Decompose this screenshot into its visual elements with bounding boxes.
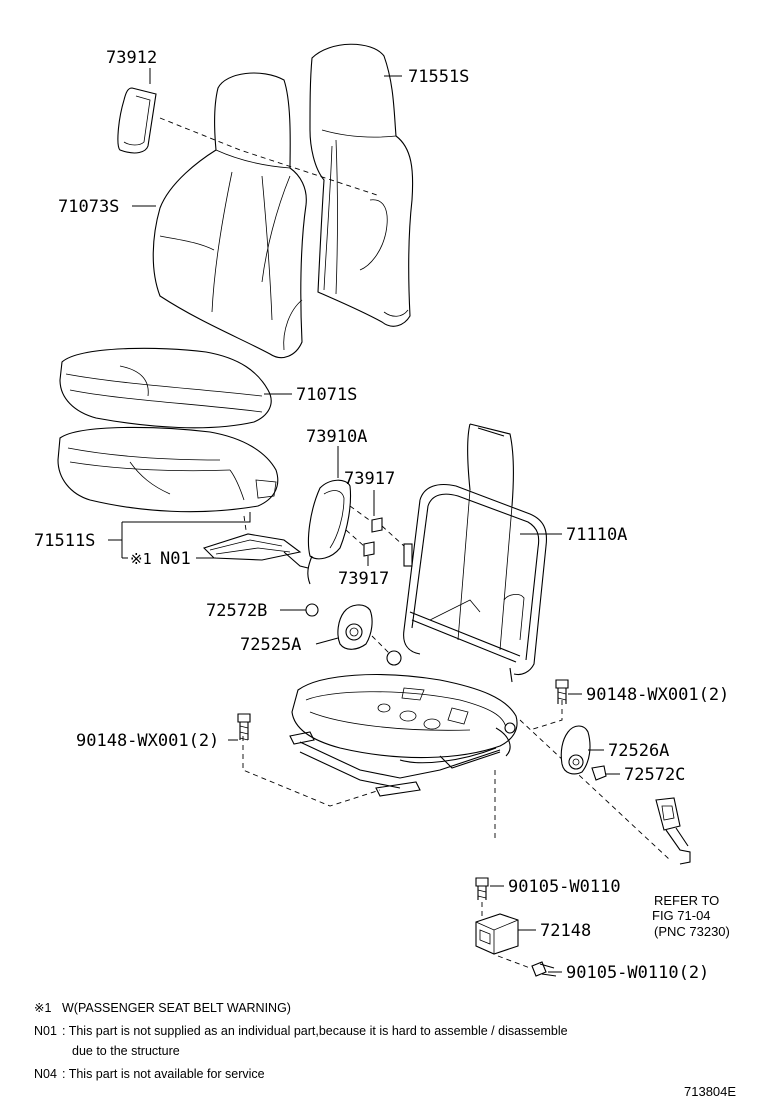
label-72526a: 72526A <box>608 741 669 761</box>
label-72572b: 72572B <box>206 601 267 621</box>
label-73917-upper: 73917 <box>344 469 395 489</box>
sensor-mat-n01-drawing <box>202 515 309 569</box>
bolt-90105-lower-drawing <box>531 961 557 977</box>
label-72525a: 72525A <box>240 635 301 655</box>
label-73912: 73912 <box>106 48 157 68</box>
label-71511s: 71511S <box>34 531 95 551</box>
note-n01-text-line1: : This part is not supplied as an indivi… <box>62 1024 568 1038</box>
label-n01: N01 <box>160 549 191 569</box>
headrest-support-73912-drawing <box>117 87 157 154</box>
seat-cushion-frame-drawing <box>289 667 518 797</box>
recliner-cover-72526a-drawing <box>560 725 591 775</box>
note-n01-text-line2: due to the structure <box>72 1044 180 1058</box>
seatback-cover-drawing <box>152 72 307 359</box>
seatback-pad-drawing <box>309 43 414 327</box>
label-73917-lower: 73917 <box>338 569 389 589</box>
label-90148-wx001-left: 90148-WX001(2) <box>76 731 219 751</box>
side-panel-73910a-drawing <box>307 479 413 585</box>
note-n04-code: N04 <box>34 1067 57 1081</box>
cap-72572c-drawing <box>591 765 607 781</box>
refer-line1: REFER TO <box>654 893 719 908</box>
recliner-72525a-drawing <box>305 603 402 666</box>
label-71110a: 71110A <box>566 525 627 545</box>
refer-line2: FIG 71-04 <box>652 908 711 923</box>
label-71071s: 71071S <box>296 385 357 405</box>
label-90105-w0110-upper: 90105-W0110 <box>508 877 621 897</box>
bolt-90148-right-drawing <box>555 679 569 704</box>
figure-id: 713804E <box>684 1084 736 1099</box>
label-71073s: 71073S <box>58 197 119 217</box>
bolt-90148-left-drawing <box>237 713 251 741</box>
label-90148-wx001-right: 90148-WX001(2) <box>586 685 729 705</box>
seatback-frame-drawing <box>403 423 548 676</box>
label-n01-mark: ※1 <box>130 550 152 568</box>
note-n04-text: : This part is not available for service <box>62 1067 265 1081</box>
label-90105-w0110-lower: 90105-W0110(2) <box>566 963 709 983</box>
label-73910a: 73910A <box>306 427 367 447</box>
label-72148: 72148 <box>540 921 591 941</box>
label-72572c: 72572C <box>624 765 685 785</box>
bolt-90105-upper-drawing <box>475 877 489 900</box>
seat-cushion-pad-drawing <box>57 426 279 513</box>
label-71551s: 71551S <box>408 67 469 87</box>
seat-cushion-cover-drawing <box>59 347 272 429</box>
note-1-mark: ※1 <box>34 1001 51 1015</box>
note-1-text: W(PASSENGER SEAT BELT WARNING) <box>62 1001 291 1015</box>
note-n01-code: N01 <box>34 1024 57 1038</box>
seat-belt-buckle-drawing <box>655 797 691 865</box>
sensor-ecu-72148-drawing <box>475 913 519 955</box>
refer-line3: (PNC 73230) <box>654 924 730 939</box>
